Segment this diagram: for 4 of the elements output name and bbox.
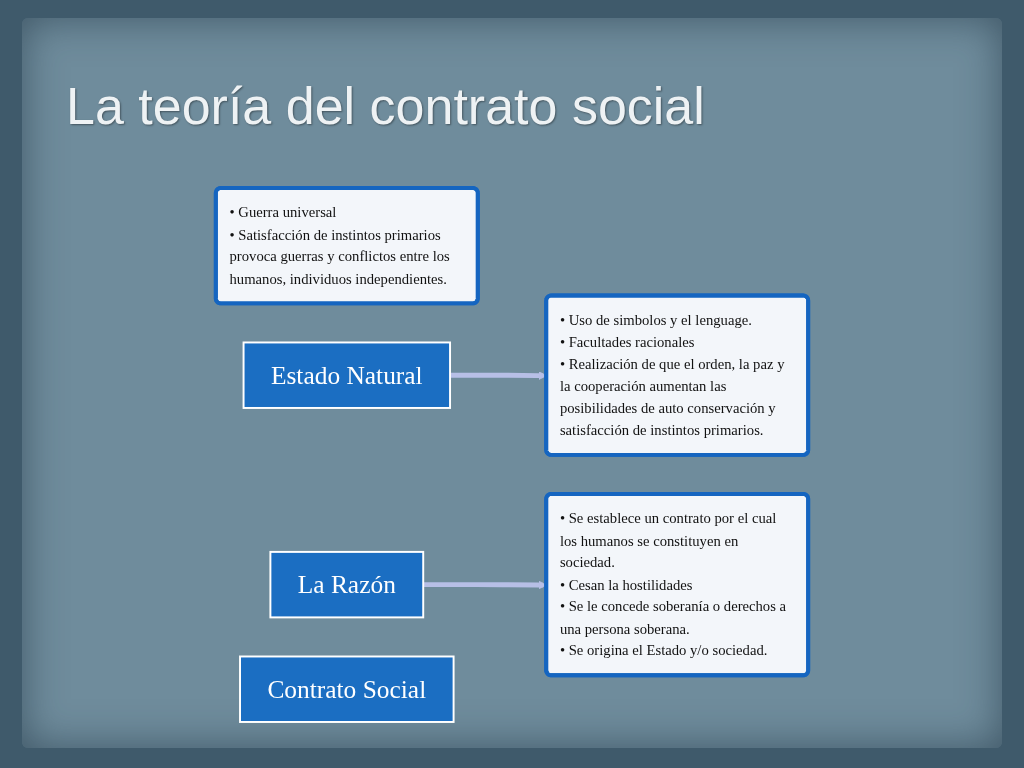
node-box: Estado Natural [242,341,451,409]
node-box: La Razón [269,550,425,619]
title: La teoría del contrato social [66,76,705,136]
node-box: Contrato Social [239,655,455,723]
